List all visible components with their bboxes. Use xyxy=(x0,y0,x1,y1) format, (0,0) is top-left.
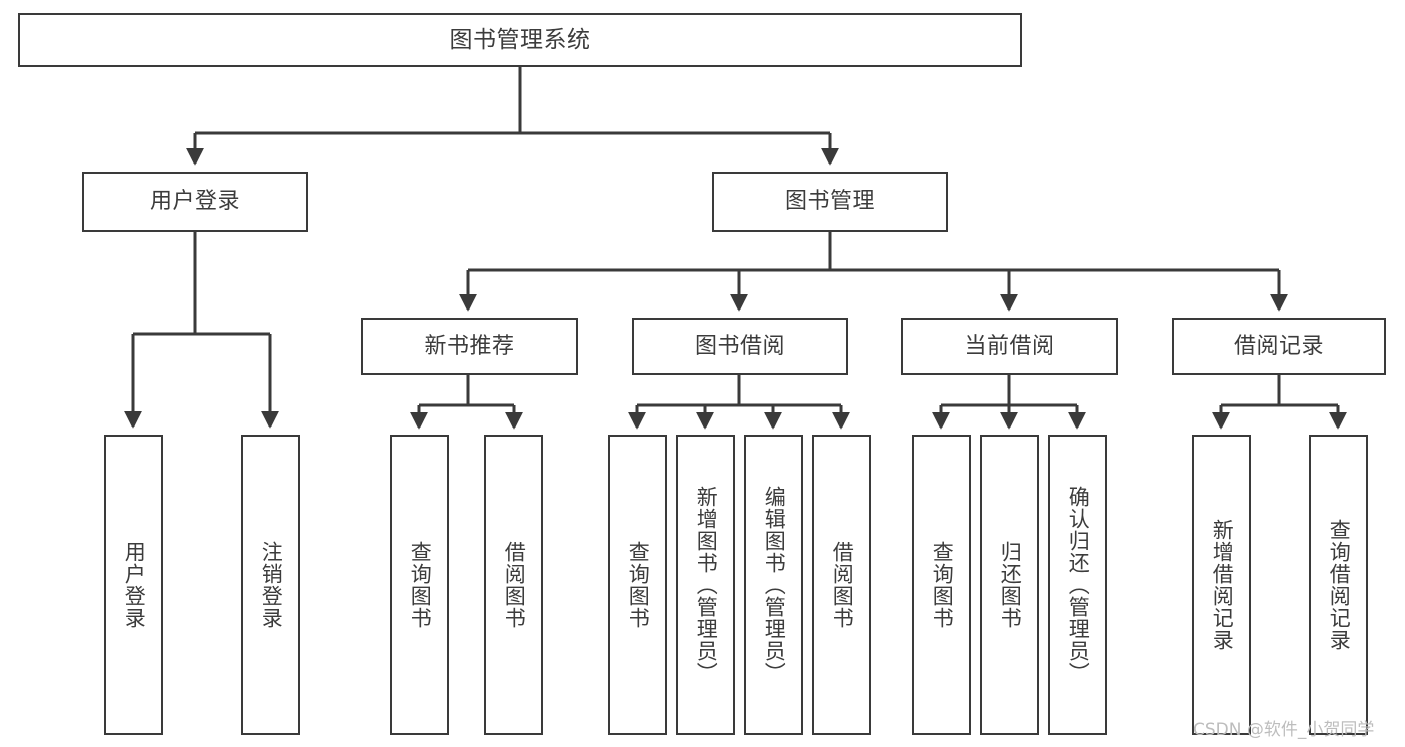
node-label: 图书管理 xyxy=(784,189,875,215)
leaf-logout[interactable]: 注销登录 xyxy=(241,435,300,735)
leaf-query-book-new-rec[interactable]: 查询图书 xyxy=(390,435,449,735)
node-label: 用户登录 xyxy=(149,189,240,215)
node-current-borrowing[interactable]: 当前借阅 xyxy=(901,318,1118,375)
node-label: 借阅图书 xyxy=(830,541,855,629)
csdn-watermark: CSDN @软件_小贺同学 xyxy=(1193,720,1375,740)
node-label: 新书推荐 xyxy=(424,333,515,359)
node-label: 图书管理系统 xyxy=(449,26,591,53)
node-label: 新增图书（管理员） xyxy=(694,486,719,684)
leaf-query-book-borrow[interactable]: 查询图书 xyxy=(608,435,667,735)
node-label: 借阅记录 xyxy=(1233,333,1324,359)
node-book-borrowing[interactable]: 图书借阅 xyxy=(632,318,848,375)
node-book-management[interactable]: 图书管理 xyxy=(712,172,948,232)
leaf-borrow-book[interactable]: 借阅图书 xyxy=(812,435,871,735)
node-label: 新增借阅记录 xyxy=(1210,519,1235,651)
node-new-book-recommendation[interactable]: 新书推荐 xyxy=(361,318,578,375)
node-user-login[interactable]: 用户登录 xyxy=(82,172,308,232)
leaf-add-borrow-record[interactable]: 新增借阅记录 xyxy=(1192,435,1251,735)
leaf-borrow-book-new-rec[interactable]: 借阅图书 xyxy=(484,435,543,735)
node-label: 查询图书 xyxy=(930,541,955,629)
node-label: 归还图书 xyxy=(998,541,1023,629)
leaf-edit-book-admin[interactable]: 编辑图书（管理员） xyxy=(744,435,803,735)
node-label: 图书借阅 xyxy=(694,333,785,359)
node-label: 注销登录 xyxy=(259,541,284,629)
node-label: 用户登录 xyxy=(122,541,147,629)
node-label: 查询借阅记录 xyxy=(1327,519,1352,651)
node-label: 当前借阅 xyxy=(964,333,1055,359)
node-label: 借阅图书 xyxy=(502,541,527,629)
node-label: 编辑图书（管理员） xyxy=(762,486,787,684)
leaf-confirm-return-admin[interactable]: 确认归还（管理员） xyxy=(1048,435,1107,735)
node-borrow-records[interactable]: 借阅记录 xyxy=(1172,318,1386,375)
leaf-add-book-admin[interactable]: 新增图书（管理员） xyxy=(676,435,735,735)
node-label: 查询图书 xyxy=(626,541,651,629)
node-label: 确认归还（管理员） xyxy=(1066,486,1091,684)
node-label: 查询图书 xyxy=(408,541,433,629)
leaf-query-book-current[interactable]: 查询图书 xyxy=(912,435,971,735)
leaf-query-borrow-record[interactable]: 查询借阅记录 xyxy=(1309,435,1368,735)
leaf-return-book[interactable]: 归还图书 xyxy=(980,435,1039,735)
node-root-book-management-system[interactable]: 图书管理系统 xyxy=(18,13,1022,67)
leaf-user-login[interactable]: 用户登录 xyxy=(104,435,163,735)
